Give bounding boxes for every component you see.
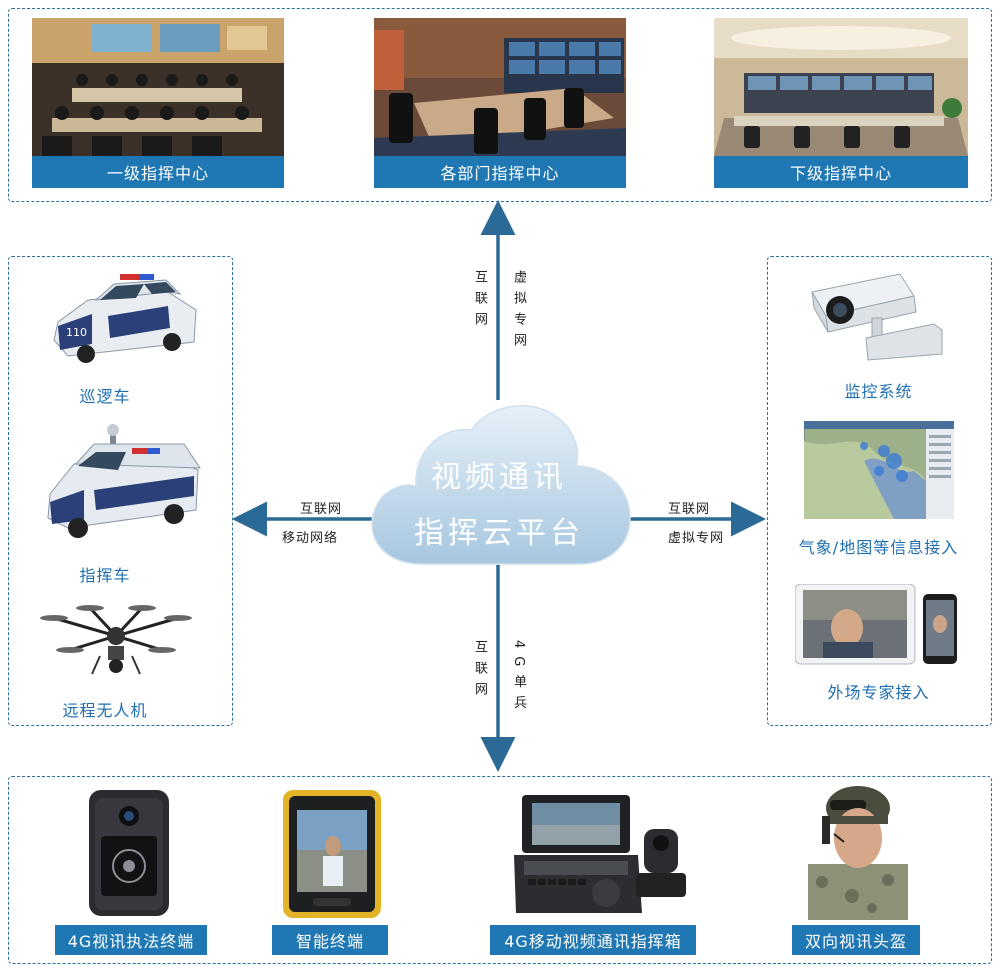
top-center-label-1: 一级指挥中心	[32, 156, 284, 188]
surveillance-camera-icon	[806, 268, 946, 368]
link-left-bottom-label: 移动网络	[282, 531, 339, 546]
svg-text:110: 110	[66, 326, 87, 339]
expert-video-tablet-icon	[794, 583, 965, 670]
bottom-item-label-3: 4G移动视频通讯指挥箱	[490, 925, 696, 955]
cloud-title-line-2: 指挥云平台	[414, 516, 584, 551]
patrol-car-icon: 110	[48, 270, 200, 370]
weather-map-screen-icon	[803, 420, 955, 523]
left-item-label-2: 指挥车	[79, 566, 131, 585]
command-car-icon	[44, 424, 204, 548]
lower-level-command-center-photo	[714, 18, 968, 156]
smart-terminal-phone-icon	[283, 790, 381, 922]
first-level-command-center-photo	[32, 18, 284, 156]
right-item-label-3: 外场专家接入	[827, 683, 930, 702]
link-left-top-label: 互联网	[300, 502, 343, 517]
right-item-label-2: 气象/地图等信息接入	[798, 538, 959, 557]
right-external-access-panel	[767, 256, 992, 726]
link-down-left-label: 互联网	[472, 640, 487, 703]
body-camera-icon	[87, 788, 171, 922]
department-command-center-photo	[374, 18, 626, 156]
drone-icon	[40, 600, 192, 688]
left-mobile-units-panel	[8, 256, 233, 726]
bottom-item-label-1: 4G视讯执法终端	[55, 925, 207, 955]
right-item-label-1: 监控系统	[844, 382, 913, 401]
link-right-top-label: 互联网	[668, 502, 711, 517]
cloud-title-line-1: 视频通讯	[431, 460, 567, 495]
left-item-label-1: 巡逻车	[79, 387, 131, 406]
link-down-right-label: 4G单兵	[511, 640, 526, 717]
cloud-platform-icon	[371, 405, 631, 565]
mobile-command-box-icon	[514, 795, 694, 921]
bottom-item-label-4: 双向视讯头盔	[792, 925, 920, 955]
top-center-label-3: 下级指挥中心	[714, 156, 968, 188]
video-helmet-soldier-icon	[808, 786, 908, 924]
link-up-left-label: 互联网	[472, 270, 487, 333]
link-up-right-label: 虚拟专网	[511, 270, 526, 354]
bottom-field-terminals-panel	[8, 776, 992, 964]
left-item-label-3: 远程无人机	[62, 701, 148, 720]
link-right-bottom-label: 虚拟专网	[668, 531, 725, 546]
top-center-label-2: 各部门指挥中心	[374, 156, 626, 188]
bottom-item-label-2: 智能终端	[272, 925, 388, 955]
